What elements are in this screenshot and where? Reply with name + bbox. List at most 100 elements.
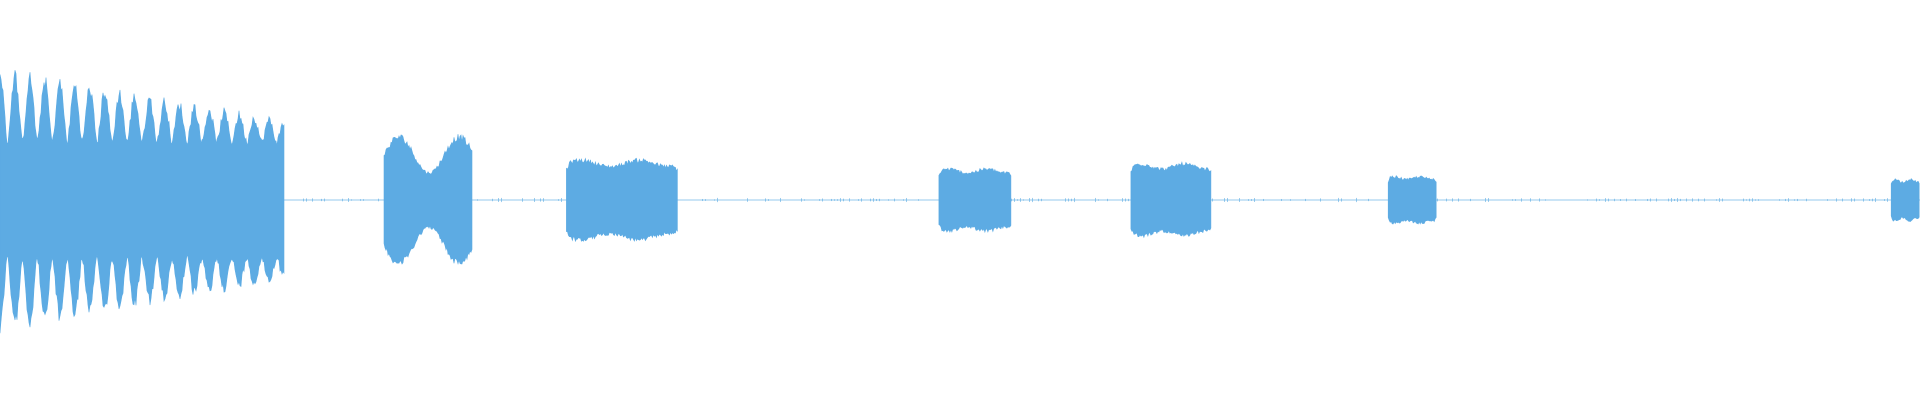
baseline-noise-tick xyxy=(342,198,343,202)
baseline-noise-tick xyxy=(1071,198,1072,202)
baseline-noise-tick xyxy=(1836,198,1837,202)
waveform-segments xyxy=(0,70,1920,334)
baseline-noise-tick xyxy=(1011,198,1012,202)
baseline-noise-tick xyxy=(717,197,718,203)
baseline-noise-tick xyxy=(522,198,523,202)
baseline-noise-tick xyxy=(1446,198,1447,202)
baseline-noise-tick xyxy=(1686,198,1687,202)
baseline-noise-tick xyxy=(1458,198,1459,202)
baseline-noise-tick xyxy=(1797,198,1798,202)
baseline-noise-tick xyxy=(918,199,919,201)
baseline-noise-tick xyxy=(1485,197,1486,203)
baseline-noise-tick xyxy=(1095,197,1096,203)
baseline-noise-tick xyxy=(1722,198,1723,202)
baseline-noise-tick xyxy=(1488,198,1489,202)
baseline-noise-tick xyxy=(1452,198,1453,202)
baseline-noise-tick xyxy=(1107,198,1108,202)
baseline-noise-tick xyxy=(1785,198,1786,202)
baseline-noise-tick xyxy=(702,198,703,202)
baseline-noise-tick xyxy=(498,198,499,202)
baseline-noise-tick xyxy=(1875,197,1876,203)
baseline-noise-tick xyxy=(1779,199,1780,201)
baseline-noise-tick xyxy=(1605,198,1606,202)
baseline-noise-tick xyxy=(534,197,535,203)
baseline-noise-tick xyxy=(492,198,493,202)
baseline-noise-tick xyxy=(303,198,304,202)
baseline-noise-tick xyxy=(1512,199,1513,201)
baseline-noise-tick xyxy=(1032,197,1033,203)
baseline-noise-tick xyxy=(1788,198,1789,202)
baseline-noise-tick xyxy=(561,197,562,203)
baseline-noise-tick xyxy=(1248,199,1249,201)
baseline-noise-tick xyxy=(1794,199,1795,201)
baseline-noise-tick xyxy=(1539,198,1540,202)
baseline-noise-tick xyxy=(837,199,838,201)
baseline-noise-tick xyxy=(1698,198,1699,202)
baseline-noise-tick xyxy=(363,199,364,201)
baseline-noise-tick xyxy=(348,198,349,202)
baseline-noise-tick xyxy=(1743,198,1744,202)
baseline-noise-tick xyxy=(1869,199,1870,201)
baseline-noise-tick xyxy=(834,199,835,201)
baseline-noise-tick xyxy=(1635,198,1636,202)
baseline-noise-tick xyxy=(1614,198,1615,202)
baseline-noise-tick xyxy=(1212,198,1213,202)
waveform-segment-7 xyxy=(1890,178,1920,222)
baseline-noise-tick xyxy=(1068,198,1069,202)
baseline-noise-tick xyxy=(1065,198,1066,202)
baseline-noise-tick xyxy=(1752,198,1753,202)
baseline-noise-tick xyxy=(378,198,379,202)
baseline-noise-tick xyxy=(1656,198,1657,202)
baseline-noise-tick xyxy=(894,198,895,202)
baseline-noise-tick xyxy=(870,198,871,202)
baseline-noise-tick xyxy=(840,198,841,202)
baseline-noise-tick xyxy=(1650,198,1651,202)
baseline-noise-tick xyxy=(1671,197,1672,203)
baseline-noise-tick xyxy=(747,198,748,202)
baseline-noise-tick xyxy=(1626,198,1627,202)
baseline-noise-tick xyxy=(558,199,559,201)
baseline-noise-tick xyxy=(1749,198,1750,202)
baseline-noise-tick xyxy=(780,197,781,203)
baseline-noise-tick xyxy=(1368,198,1369,202)
baseline-noise-tick xyxy=(819,199,820,201)
baseline-noise-tick xyxy=(906,197,907,203)
baseline-noise-tick xyxy=(1014,198,1015,202)
waveform-segment-6 xyxy=(1387,175,1437,225)
waveform-segment-2 xyxy=(383,134,473,265)
baseline-noise-tick xyxy=(1470,198,1471,202)
baseline-noise-tick xyxy=(1038,198,1039,202)
baseline-noise-tick xyxy=(1851,198,1852,202)
baseline-noise-tick xyxy=(1098,199,1099,201)
waveform-segment-3 xyxy=(566,157,678,243)
baseline-noise-tick xyxy=(858,199,859,201)
baseline-noise-tick xyxy=(1758,199,1759,201)
baseline-noise-tick xyxy=(1545,199,1546,201)
baseline-noise-tick xyxy=(801,198,802,202)
baseline-noise-tick xyxy=(501,197,502,203)
baseline-noise-tick xyxy=(903,199,904,201)
baseline-noise-tick xyxy=(1704,198,1705,202)
baseline-noise-tick xyxy=(822,198,823,202)
baseline-noise-tick xyxy=(1437,198,1438,202)
baseline-noise-tick xyxy=(1128,198,1129,202)
baseline-noise-tick xyxy=(306,198,307,202)
baseline-noise-tick xyxy=(1023,199,1024,201)
baseline-noise-tick xyxy=(705,199,706,201)
baseline-noise-tick xyxy=(1530,198,1531,202)
baseline-noise-tick xyxy=(804,199,805,201)
baseline-noise-tick xyxy=(1854,198,1855,202)
baseline-noise-tick xyxy=(1887,198,1888,202)
baseline-noise-tick xyxy=(543,198,544,202)
baseline-noise-tick xyxy=(1884,199,1885,201)
baseline-noise-tick xyxy=(1674,198,1675,202)
baseline-noise-tick xyxy=(831,198,832,202)
baseline-noise-tick xyxy=(714,199,715,201)
baseline-noise-tick xyxy=(1692,198,1693,202)
baseline-noise-tick xyxy=(1716,199,1717,201)
baseline-noise-tick xyxy=(351,199,352,201)
baseline-noise-tick xyxy=(1074,197,1075,203)
baseline-noise-tick xyxy=(879,198,880,202)
